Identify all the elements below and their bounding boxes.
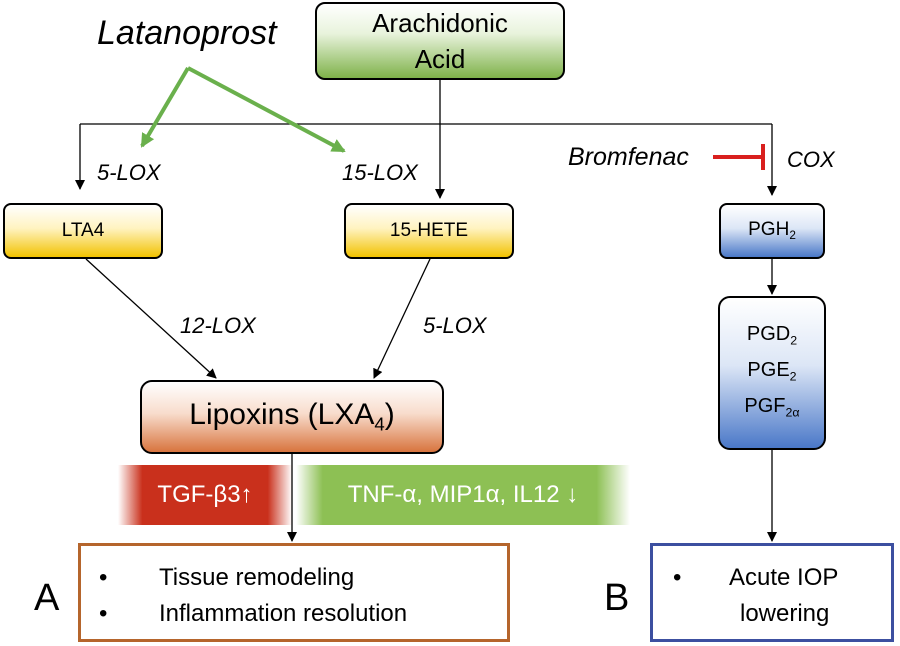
node-lipoxins-label: Lipoxins (LXA4)	[189, 398, 395, 435]
enzyme-12lox: 12-LOX	[180, 313, 256, 338]
outcome-a-item-1: • Tissue remodeling	[99, 564, 354, 592]
enzyme-15lox: 15-LOX	[342, 160, 418, 185]
tgf-banner-label: TGF-β3↑	[157, 481, 253, 508]
outcome-a-item-1-text: Tissue remodeling	[159, 564, 355, 591]
outcome-a-item-2-text: Inflammation resolution	[159, 600, 408, 627]
node-pgd2-label: PGD2	[746, 322, 798, 347]
bullet-b1: •	[673, 564, 682, 591]
node-arachidonic-line1: Arachidonic	[372, 8, 508, 38]
enzyme-5lox-left: 5-LOX	[97, 160, 161, 185]
outcome-a-label: A	[34, 577, 60, 619]
node-pgh2-label: PGH2	[748, 219, 796, 243]
outcome-b-line1: Acute IOP	[729, 564, 839, 591]
node-15hete: 15-HETE	[344, 203, 514, 259]
node-lipoxins: Lipoxins (LXA4)	[140, 380, 444, 454]
node-pge2-label: PGE2	[747, 358, 797, 384]
outcome-a-box: • Tissue remodeling • Inflammation resol…	[78, 543, 510, 642]
tnf-banner-label: TNF-α, MIP1α, IL12 ↓	[347, 481, 579, 508]
arrow-lta4-to-lipoxins	[85, 258, 217, 379]
latanoprost-label: Latanoprost	[97, 14, 277, 52]
bromfenac-label: Bromfenac	[568, 143, 689, 171]
enzyme-cox: COX	[787, 147, 835, 172]
node-15hete-label: 15-HETE	[389, 220, 469, 241]
enzyme-5lox-right: 5-LOX	[423, 313, 487, 338]
latanoprost-arrow-5lox	[140, 66, 190, 148]
node-lta4: LTA4	[3, 203, 163, 259]
bullet-a1: •	[99, 564, 108, 591]
node-prostaglandins: PGD2 PGE2 PGF2α	[718, 296, 826, 450]
outcome-a-item-2: • Inflammation resolution	[99, 600, 407, 628]
tgf-banner: TGF-β3↑	[118, 465, 292, 525]
outcome-b-label: B	[604, 577, 630, 619]
tnf-banner: TNF-α, MIP1α, IL12 ↓	[296, 465, 630, 525]
arrow-15hete-to-lipoxins	[373, 258, 431, 379]
node-lta4-label: LTA4	[61, 220, 105, 241]
bullet-a2: •	[99, 600, 108, 627]
node-arachidonic-acid: Arachidonic Acid	[315, 2, 565, 80]
node-pgh2: PGH2	[719, 203, 825, 259]
node-arachidonic-line2: Acid	[414, 44, 466, 74]
outcome-b-line2: lowering	[740, 600, 830, 627]
outcome-b-box: • Acute IOP lowering	[650, 543, 894, 642]
node-pgf2a-label: PGF2α	[744, 395, 800, 420]
latanoprost-arrow-15lox	[187, 66, 346, 153]
